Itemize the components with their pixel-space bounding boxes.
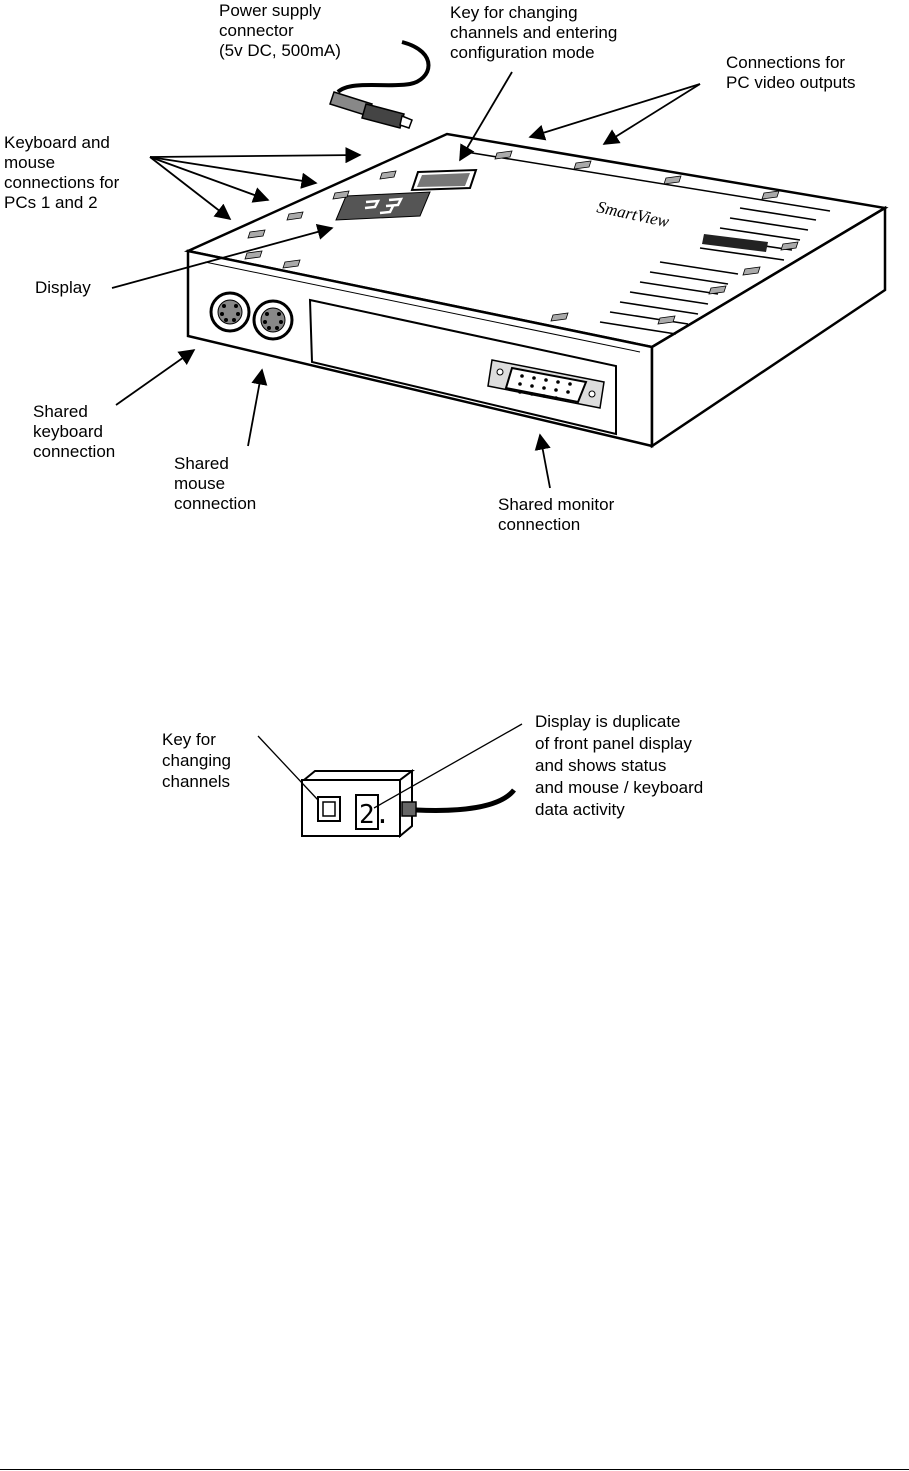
top-display [335,191,431,221]
label-remote-key: Key for changing channels [162,730,236,791]
label-shared-keyboard: Shared keyboard connection [33,402,115,461]
remote-display-digit: 2. [359,800,390,830]
vent-lines [599,207,817,335]
shared-keyboard-port [209,291,251,333]
connector-pads [244,150,799,325]
label-shared-monitor: Shared monitor connection [498,495,619,534]
label-channel-key: Key for changing channels and entering c… [450,3,622,62]
bottom-rule [0,1469,909,1470]
label-video-outputs: Connections for PC video outputs [726,53,855,92]
logo-bar [702,234,768,252]
remote-unit: 2. Key for changing channels Display is … [162,712,708,839]
power-cable [329,40,431,129]
unit-side-face [650,205,887,449]
front-panel-recess [308,298,617,436]
remote-display: 2. [355,794,390,830]
label-remote-display: Display is duplicate of front panel disp… [535,712,708,819]
shared-mouse-port [252,299,294,341]
remote-top-face [301,770,415,781]
remote-leader-lines [257,723,523,809]
main-unit: SmartView [4,1,889,534]
label-kbd-mouse-pcs: Keyboard and mouse connections for PCs 1… [4,133,124,212]
label-display: Display [35,278,91,297]
channel-key[interactable] [410,168,478,192]
remote-cable [401,788,516,817]
label-shared-mouse: Shared mouse connection [174,454,256,513]
label-power-supply: Power supply connector (5v DC, 500mA) [219,1,341,60]
remote-channel-key[interactable] [317,796,341,822]
main-arrows [111,71,701,489]
shared-monitor-port [487,359,605,409]
